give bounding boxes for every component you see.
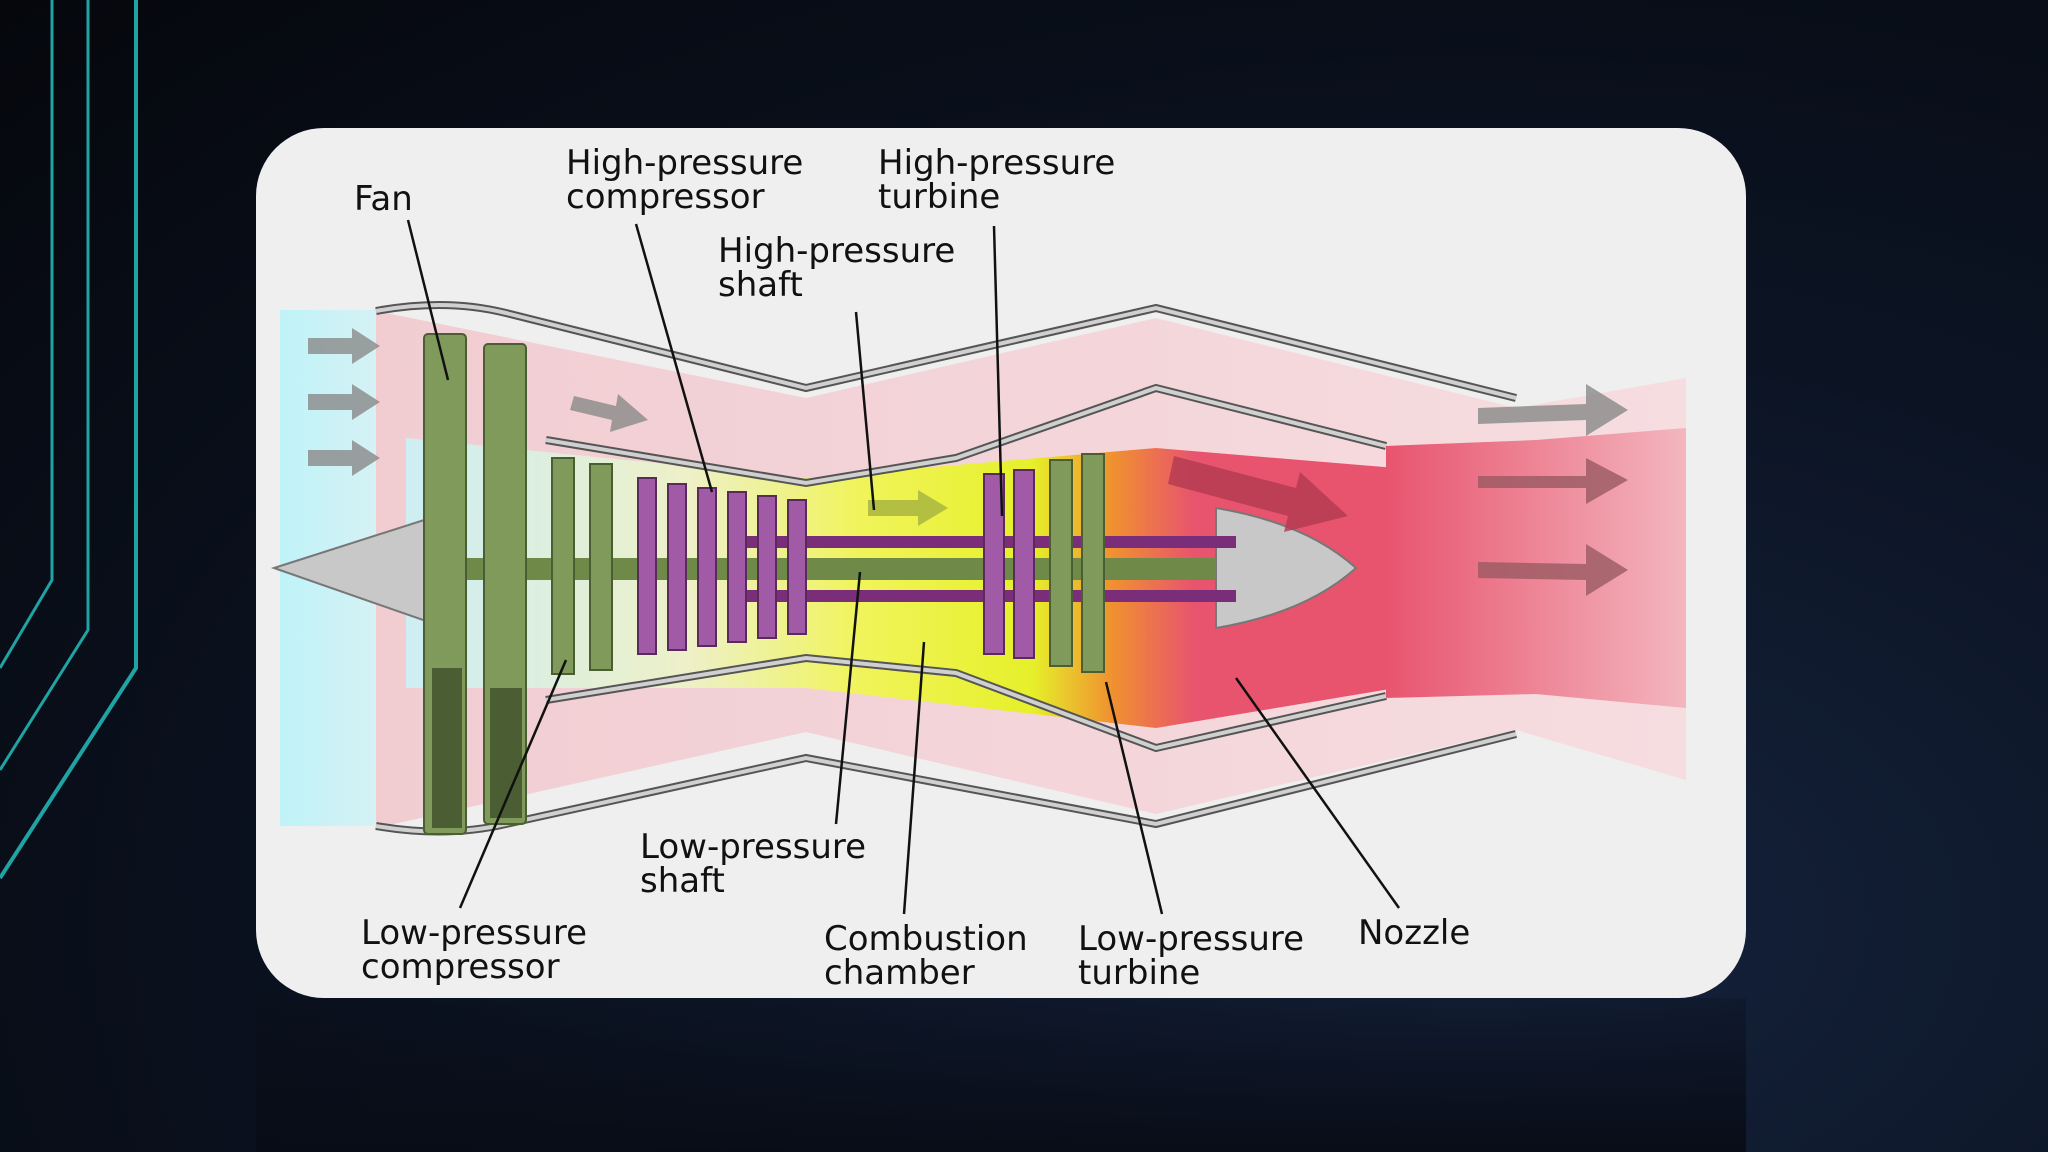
- arrow-core: [868, 490, 948, 526]
- low-pressure-compressor-blades: [551, 457, 613, 675]
- leader-lp-shaft: [834, 571, 862, 825]
- arrow-intake-3: [308, 440, 380, 476]
- leader-lp-turbine: [1104, 681, 1164, 915]
- leader-lp-compressor: [458, 659, 568, 909]
- flow-arrows: [308, 328, 1628, 596]
- label-hp-shaft: High-pressure shaft: [718, 231, 966, 305]
- core-flow: [406, 438, 1416, 728]
- leader-hp-shaft: [854, 311, 876, 511]
- label-combustion-chamber: Combustion chamber: [824, 919, 1038, 993]
- leader-fan: [406, 219, 450, 381]
- accent-line-1: [0, 0, 54, 669]
- card-reflection: [256, 998, 1746, 1152]
- arrow-plume-1: [1478, 384, 1628, 436]
- leader-hp-turbine: [992, 225, 1004, 517]
- high-pressure-turbine-blades: [983, 469, 1035, 659]
- decorative-lines: [0, 0, 138, 880]
- high-pressure-compressor-blades: [637, 477, 807, 655]
- label-lp-shaft: Low-pressure shaft: [640, 827, 877, 901]
- leader-nozzle: [1234, 677, 1401, 909]
- diagram-card: Fan High-pressure compressor High-pressu…: [256, 128, 1746, 998]
- tail-cone: [1215, 506, 1358, 630]
- label-nozzle: Nozzle: [1358, 913, 1470, 953]
- accent-line-2: [0, 0, 90, 771]
- core-casing-top: [545, 385, 1387, 486]
- arrow-intake-1: [308, 328, 380, 364]
- label-hp-compressor: High-pressure compressor: [566, 143, 814, 217]
- core-casing-bottom: [545, 655, 1387, 751]
- arrow-intake-2: [308, 384, 380, 420]
- leader-combustion: [902, 641, 926, 915]
- label-fan: Fan: [354, 179, 413, 219]
- reflection-fade: [256, 998, 1746, 1152]
- low-pressure-turbine-blades: [1049, 453, 1105, 673]
- arrow-exhaust-core: [1168, 456, 1348, 532]
- nacelle-top: [375, 303, 1517, 400]
- label-lp-compressor: Low-pressure compressor: [361, 913, 598, 987]
- turbofan-diagram: Fan High-pressure compressor High-pressu…: [270, 143, 1686, 993]
- arrow-plume-3: [1478, 544, 1628, 596]
- leader-hp-compressor: [634, 223, 714, 493]
- label-lp-turbine: Low-pressure turbine: [1078, 919, 1315, 993]
- accent-line-3: [0, 0, 138, 880]
- arrow-bypass: [570, 394, 648, 432]
- fan-blades: [423, 333, 527, 835]
- leader-lines: [406, 219, 1401, 915]
- arrow-plume-2: [1478, 458, 1628, 504]
- label-hp-turbine: High-pressure turbine: [878, 143, 1126, 217]
